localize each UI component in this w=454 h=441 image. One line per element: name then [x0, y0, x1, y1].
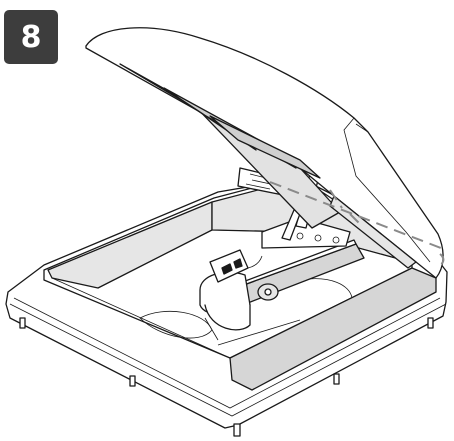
step-number-badge: 8	[4, 10, 58, 64]
vent-foot	[19, 317, 26, 329]
step-number: 8	[20, 19, 42, 55]
vent-lid-open	[85, 27, 444, 279]
vent-foot	[427, 317, 434, 329]
lid-motion-dashed-line	[269, 181, 447, 251]
crank-arm-assembly	[199, 217, 365, 341]
lid-motion-dashed-arc	[439, 253, 445, 267]
vent-foot	[333, 373, 340, 385]
vent-foot	[233, 423, 241, 437]
vent-foot	[129, 375, 136, 387]
lid-hinge-dashed-line	[329, 189, 361, 225]
